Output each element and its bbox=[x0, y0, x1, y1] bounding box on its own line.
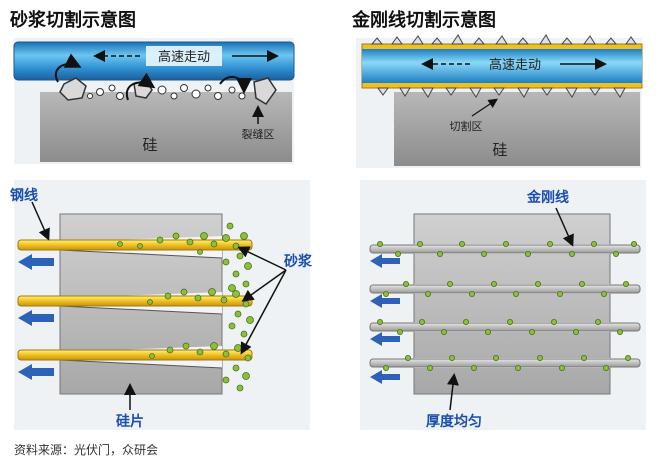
diamond-top-illustration: 高速走动 切割区 硅 bbox=[356, 34, 643, 168]
rolling-arrow-icon bbox=[55, 53, 82, 83]
wire-direction-arrow-icon bbox=[18, 254, 54, 380]
source-caption: 资料来源：光伏门，众研会 bbox=[14, 443, 159, 457]
diamond-top-silicon-label: 硅 bbox=[492, 141, 507, 159]
slurry-top-illustration: 高速走动 裂缝区 硅 bbox=[13, 38, 295, 164]
speed-label-bg bbox=[146, 46, 222, 66]
diamond-top-speed-label: 高速走动 bbox=[489, 57, 541, 73]
diamond-wafer-illustration: 金刚线 厚度均匀 bbox=[360, 180, 646, 430]
diamond-wire bbox=[369, 358, 641, 368]
slurry-label: 砂浆 bbox=[283, 253, 313, 270]
steel-wire bbox=[17, 295, 253, 307]
wire-label-pointer bbox=[31, 201, 50, 241]
thickness-label-pointer bbox=[446, 373, 459, 411]
diamond-grit-dots bbox=[376, 240, 638, 371]
slurry-top-speed-label: 高速走动 bbox=[158, 49, 210, 65]
steel-wire-label: 钢线 bbox=[10, 187, 38, 204]
diamond-top-silicon-block bbox=[394, 92, 640, 166]
thickness-uniform-label: 厚度均匀 bbox=[426, 413, 482, 430]
left-title: 砂浆切割示意图 bbox=[10, 10, 136, 31]
diamond-wire-label-pointer bbox=[555, 207, 574, 247]
slurry-wafer-illustration: 钢线 砂浆 硅片 bbox=[10, 180, 313, 430]
slurry-grit-particles bbox=[117, 222, 254, 392]
slurry-top-silicon-label: 硅 bbox=[142, 136, 157, 154]
slurry-label-pointer bbox=[241, 269, 287, 302]
rolling-arrow-icon bbox=[219, 75, 252, 94]
diamond-grits-bottom-row bbox=[377, 87, 626, 98]
slurry-label-pointer bbox=[237, 246, 287, 271]
slurry-label-pointer bbox=[240, 269, 287, 355]
cut-zone-pointer-arrow bbox=[471, 98, 498, 117]
diamond-wire-label: 金刚线 bbox=[526, 189, 569, 206]
slurry-top-silicon-block bbox=[40, 92, 292, 162]
diamond-wire bbox=[369, 322, 641, 332]
right-title: 金刚线切割示意图 bbox=[352, 10, 496, 31]
diamond-cut-zone-label: 切割区 bbox=[450, 119, 483, 133]
steel-wire bbox=[17, 239, 253, 251]
slurry-crack-label: 裂缝区 bbox=[242, 127, 275, 141]
rolling-arrow-icon bbox=[125, 72, 156, 101]
diamond-wire bbox=[369, 284, 641, 294]
diamond-grits-top-row bbox=[370, 34, 637, 45]
wire-direction-arrow-icon bbox=[370, 254, 400, 384]
steel-wire bbox=[17, 349, 253, 361]
wafer-label: 硅片 bbox=[116, 413, 144, 430]
